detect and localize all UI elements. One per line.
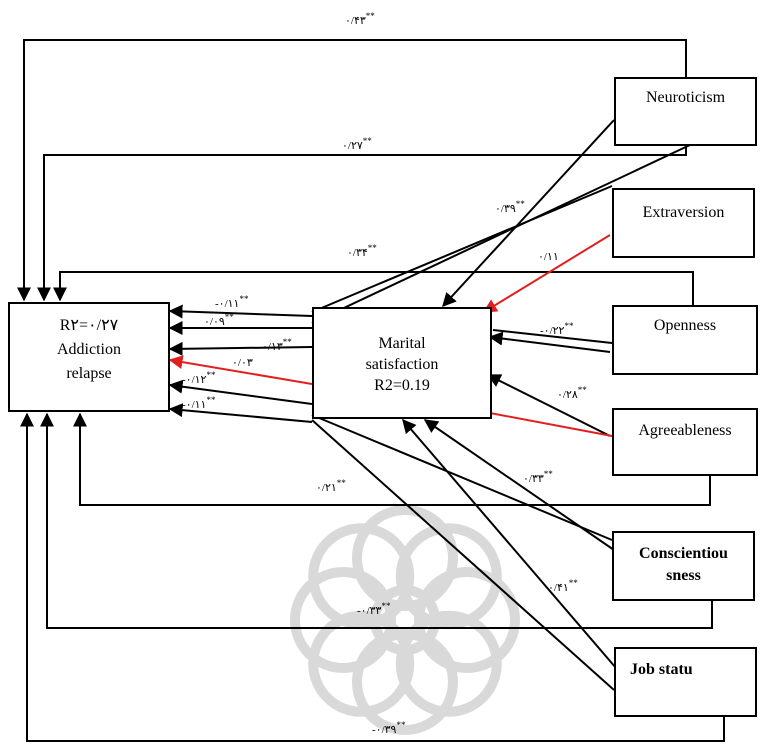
edge-jobstatus-addiction-direct (311, 419, 615, 691)
node-job-status: Job statu (614, 647, 757, 717)
coef-loop-jobstatus: -۰/۳۹** (372, 720, 406, 736)
node-marital-line-1: Marital (378, 335, 426, 352)
edge-agreeableness-addiction-ns (489, 412, 613, 437)
node-marital-line-2: satisfaction (365, 356, 439, 373)
edge-neuroticism-addiction-direct (311, 144, 691, 324)
edge-jobstatus-addiction-loop (20, 412, 725, 742)
coef-marital-addiction-6: -۰/۱۱** (182, 395, 216, 411)
coef-extraversion-marital: ۰/۱۱ (538, 251, 559, 263)
node-openness-label: Openness (653, 317, 717, 334)
edge-marital-addiction-1 (168, 304, 313, 319)
watermark-center (370, 585, 440, 655)
node-addiction-relapse: R۲=۰/۲۷ Addiction relapse (8, 302, 170, 412)
edge-openness-addiction-direct (492, 329, 613, 344)
edge-marital-addiction-5 (168, 379, 313, 405)
node-job-status-label: Job statu (630, 661, 693, 678)
edge-agreeableness-marital (486, 374, 611, 437)
coef-openness-marital: -۰/۲۲** (540, 321, 574, 337)
edge-extraversion-addiction-direct (311, 185, 613, 313)
coef-loop-3: ۰/۳۴** (347, 243, 377, 259)
watermark-ornament (290, 505, 520, 735)
node-neuroticism: Neuroticism (614, 77, 757, 146)
node-agreeableness: Agreeableness (612, 408, 758, 476)
node-marital-line-3: R2=0.19 (374, 377, 430, 394)
edge-conscientiousness-marital (423, 419, 615, 551)
coef-neuroticism-marital: ۰/۳۹** (495, 199, 525, 215)
node-addiction-line-2: Addiction (57, 341, 121, 358)
node-addiction-line-3: relapse (66, 365, 112, 382)
edge-conscientiousness-addiction-direct (311, 414, 613, 541)
node-neuroticism-label: Neuroticism (645, 89, 726, 106)
coef-loop-2: ۰/۲۷** (342, 136, 372, 152)
coef-jobstatus-marital: ۰/۴۱** (548, 578, 578, 594)
node-conscientiousness: Conscientiou sness (612, 531, 755, 601)
coef-marital-addiction-5: -۰/۱۲** (182, 370, 216, 386)
node-addiction-line-1: R۲=۰/۲۷ (59, 317, 119, 334)
coef-marital-addiction-3: ۰/۱۳** (262, 337, 292, 353)
node-openness: Openness (612, 305, 758, 375)
edge-marital-addiction-6 (168, 403, 313, 423)
edge-openness-addiction-loop (53, 271, 694, 306)
edge-agreeableness-addiction-loop (73, 412, 711, 506)
coef-marital-addiction-1: -۰/۱۱** (215, 294, 249, 310)
coef-loop-conscientiousness: -۰/۳۳** (357, 601, 391, 617)
node-agreeableness-label: Agreeableness (638, 422, 732, 439)
edge-jobstatus-marital (402, 418, 617, 669)
edge-extraversion-marital-ns (482, 234, 611, 313)
edge-conscientiousness-addiction-loop (40, 412, 713, 629)
watermark-petal (395, 523, 502, 630)
coef-marital-addiction-4: ۰/۰۳ (232, 357, 253, 369)
edge-marital-addiction-4-ns (168, 355, 313, 385)
coef-conscientiousness-marital: ۰/۳۳** (523, 469, 553, 485)
node-conscientiousness-line-1: Conscientiou (639, 545, 728, 562)
node-extraversion: Extraversion (612, 188, 755, 258)
edge-openness-marital (488, 331, 611, 353)
edge-marital-addiction-3 (168, 341, 313, 356)
edge-extraversion-addiction-loop (37, 145, 687, 302)
node-marital-satisfaction: Marital satisfaction R2=0.19 (312, 307, 492, 419)
coef-marital-addiction-2: ۰/۰۹** (204, 312, 234, 328)
coef-top-loop: ۰/۴۳** (345, 11, 375, 27)
coef-agreeableness-marital: ۰/۲۸** (557, 385, 587, 401)
edge-neuroticism-marital (442, 119, 615, 308)
node-conscientiousness-line-2: sness (666, 567, 701, 584)
node-extraversion-label: Extraversion (642, 204, 725, 221)
edge-neuroticism-addiction-loop (17, 39, 687, 302)
coef-loop-agreeableness: ۰/۲۱** (316, 478, 346, 494)
